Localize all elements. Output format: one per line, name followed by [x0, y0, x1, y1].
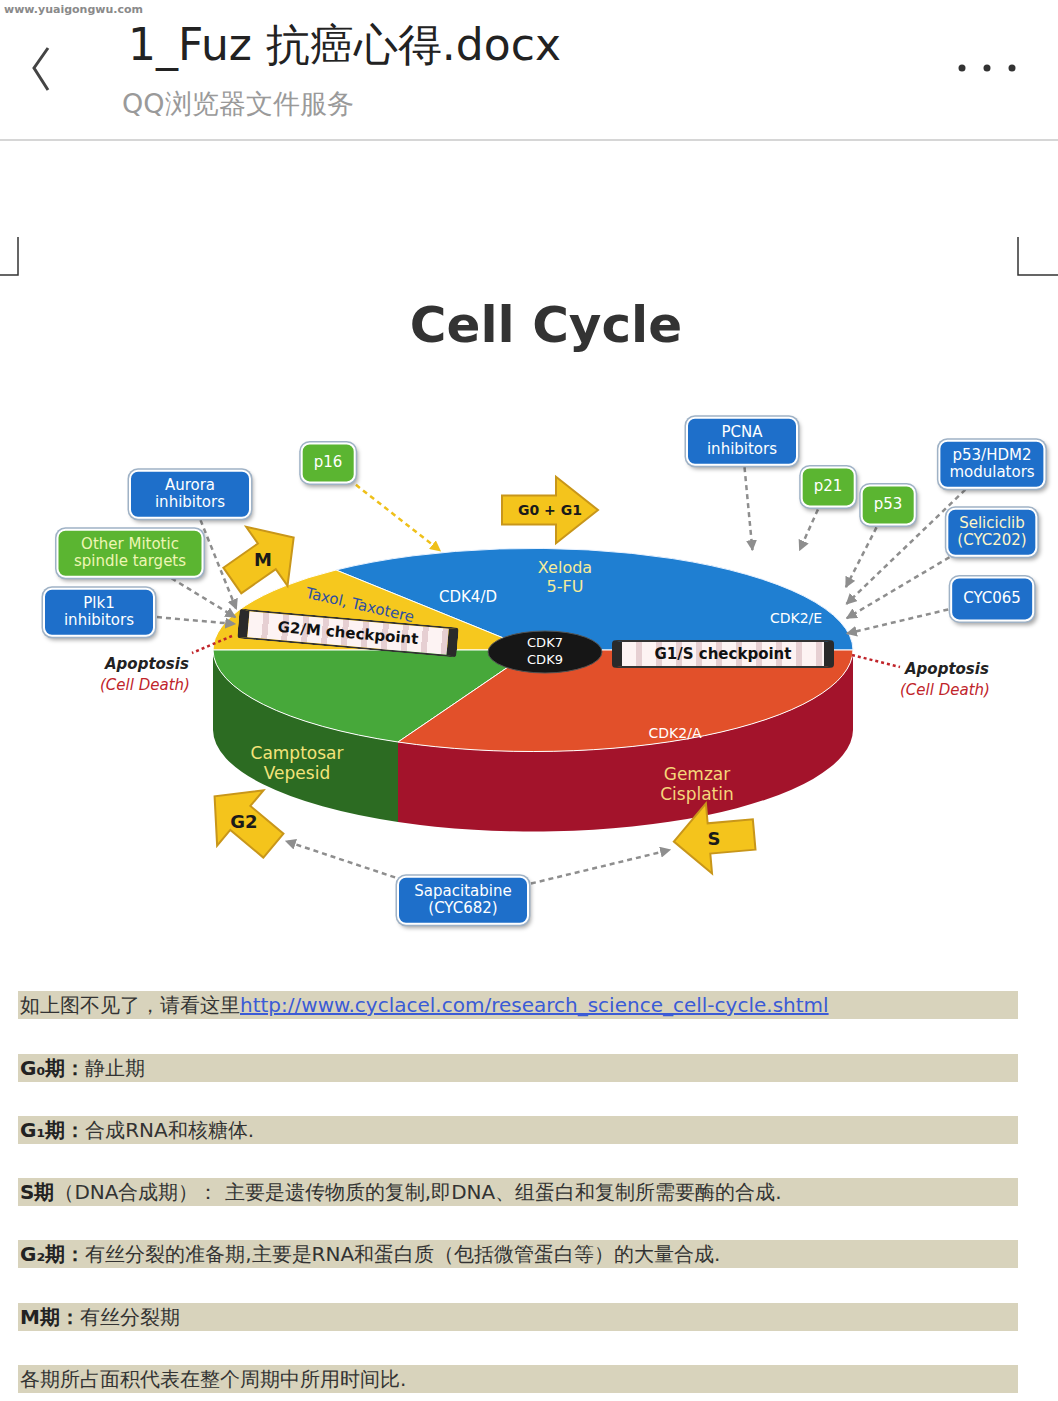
phase-arrow: G2	[204, 782, 284, 860]
definition-band: M期：有丝分裂期	[18, 1303, 1018, 1331]
arrow-shape	[671, 799, 757, 876]
cell-death-label: (Cell Death)	[100, 676, 190, 694]
definition-band: G₀期：静止期	[18, 1054, 1018, 1082]
node-text: （DNA合成期）： 主要是遗传物质的复制,即DNA、组蛋白和复制所需要酶的合成.	[54, 1179, 781, 1206]
node-text: S期	[20, 1179, 54, 1206]
document-subtitle: QQ浏览器文件服务	[122, 86, 354, 122]
pie-sector-label-area: CDK4/D Xeloda 5-FU CDK2/E	[425, 552, 845, 634]
header-divider	[0, 139, 1058, 141]
arrow-shape	[212, 508, 315, 610]
node-text: 静止期	[85, 1055, 145, 1082]
inhibitor-box: Aurora inhibitors	[129, 470, 251, 519]
arrow-shape	[502, 477, 598, 544]
node-text: CDK2/A	[649, 725, 702, 742]
checkpoint-bar: G2/M checkpoint	[237, 608, 459, 657]
diagram-title: Cell Cycle	[410, 296, 682, 354]
inhibitor-box: Plk1 inhibitors	[43, 588, 155, 637]
watermark: www.yuaigongwu.com	[4, 3, 143, 16]
definition-band: G₂期：有丝分裂的准备期,主要是RNA和蛋白质（包括微管蛋白等）的大量合成.	[18, 1240, 1018, 1268]
inhibitor-box: PCNA inhibitors	[686, 417, 798, 466]
apoptosis-label: Apoptosis	[105, 655, 189, 673]
cell-death-label: (Cell Death)	[900, 681, 990, 699]
dashed-connector	[286, 841, 395, 877]
cdk-ellipse: CDK7 CDK9	[487, 630, 603, 674]
node-text: CYC065	[963, 590, 1021, 607]
node-text: Gemzar Cisplatin	[650, 764, 745, 805]
node-text: M	[254, 549, 272, 570]
node-text: 如上图不见了，请看这里	[20, 992, 240, 1019]
node-text: G1/S checkpoint	[655, 645, 792, 663]
protein-box: p16	[301, 442, 356, 483]
document-title: 1_Fuz 抗癌心得.docx	[128, 16, 561, 75]
definition-band: S期（DNA合成期）： 主要是遗传物质的复制,即DNA、组蛋白和复制所需要酶的合…	[18, 1178, 1018, 1206]
node-text: M期：	[20, 1304, 80, 1331]
node-text: CDK2/E	[770, 610, 822, 627]
node-text: CDK4/D	[439, 588, 497, 606]
phase-arrow: G0 + G1	[500, 474, 600, 546]
back-chevron	[34, 48, 48, 90]
node-text: G0 + G1	[518, 502, 582, 518]
dashed-connector	[171, 578, 235, 617]
node-text: G₁期：	[20, 1117, 85, 1144]
node-text: Seliciclib (CYC202)	[957, 515, 1026, 550]
definition-band: G₁期：合成RNA和核糖体.	[18, 1116, 1018, 1144]
dashed-connector	[356, 485, 440, 551]
node-text: G2	[230, 811, 257, 832]
node-text: Camptosar Vepesid	[247, 743, 347, 784]
pie-sector-label-area: Camptosar Vepesid	[240, 735, 355, 793]
dashed-connector	[157, 617, 235, 624]
pie-sector-label-area: CDK2/A Gemzar Cisplatin	[630, 718, 750, 814]
node-text: p16	[314, 454, 343, 471]
node-text: 各期所占面积代表在整个周期中所用时间比.	[20, 1366, 406, 1393]
node-text: p53	[874, 496, 903, 513]
node-text: 有丝分裂期	[80, 1304, 180, 1331]
apoptosis-label: Apoptosis	[905, 660, 989, 678]
node-text: 合成RNA和核糖体.	[85, 1117, 254, 1144]
protein-box: p21	[801, 466, 856, 507]
node-text: Sapacitabine (CYC682)	[408, 883, 518, 918]
dashed-connector	[847, 557, 950, 618]
phase-arrow: S	[672, 800, 756, 876]
phase-arrow: M	[224, 520, 302, 598]
dashed-connector	[847, 609, 948, 633]
node-text: Xeloda 5-FU	[530, 558, 600, 596]
corner-mark	[0, 237, 18, 275]
node-text: S	[708, 828, 721, 849]
modulator-box: p53/HDM2 modulators	[938, 440, 1045, 489]
node-text: G2/M checkpoint	[277, 618, 419, 648]
node-text: CDK7 CDK9	[523, 635, 568, 669]
arrow-shape	[191, 769, 296, 874]
node-text: p21	[814, 478, 843, 495]
menu-dot	[959, 65, 966, 72]
node-text: Aurora inhibitors	[140, 477, 240, 512]
drug-box: CYC065	[950, 576, 1034, 621]
corner-mark	[1018, 237, 1058, 275]
drug-box: Sapacitabine (CYC682)	[397, 876, 529, 925]
checkpoint-bar: G1/S checkpoint	[612, 640, 834, 668]
node-text: p53/HDM2 modulators	[949, 447, 1034, 482]
protein-box: p53	[861, 484, 916, 525]
apoptosis-leader	[192, 636, 232, 653]
node-text: PCNA inhibitors	[697, 424, 787, 459]
apoptosis-leader	[852, 655, 900, 667]
note-band: 各期所占面积代表在整个周期中所用时间比.	[18, 1365, 1018, 1393]
dashed-connector	[745, 467, 753, 550]
dashed-connector	[800, 509, 818, 550]
node-text: Other Mitotic spindle targets	[68, 536, 193, 571]
menu-dot	[1009, 65, 1016, 72]
drug-box: Seliciclib (CYC202)	[946, 508, 1037, 557]
dashed-connector	[531, 850, 670, 884]
target-box: Other Mitotic spindle targets	[57, 529, 204, 578]
ellipse-shape	[488, 631, 602, 673]
node-text: G₀期：	[20, 1055, 85, 1082]
node-text: G₂期：	[20, 1241, 85, 1268]
node-text: Plk1 inhibitors	[54, 595, 144, 630]
menu-dot	[984, 65, 991, 72]
note-band: 如上图不见了，请看这里http://www.cyclacel.com/resea…	[18, 991, 1018, 1019]
node-text: 有丝分裂的准备期,主要是RNA和蛋白质（包括微管蛋白等）的大量合成.	[85, 1241, 720, 1268]
node-text: http://www.cyclacel.com/research_science…	[240, 993, 829, 1017]
